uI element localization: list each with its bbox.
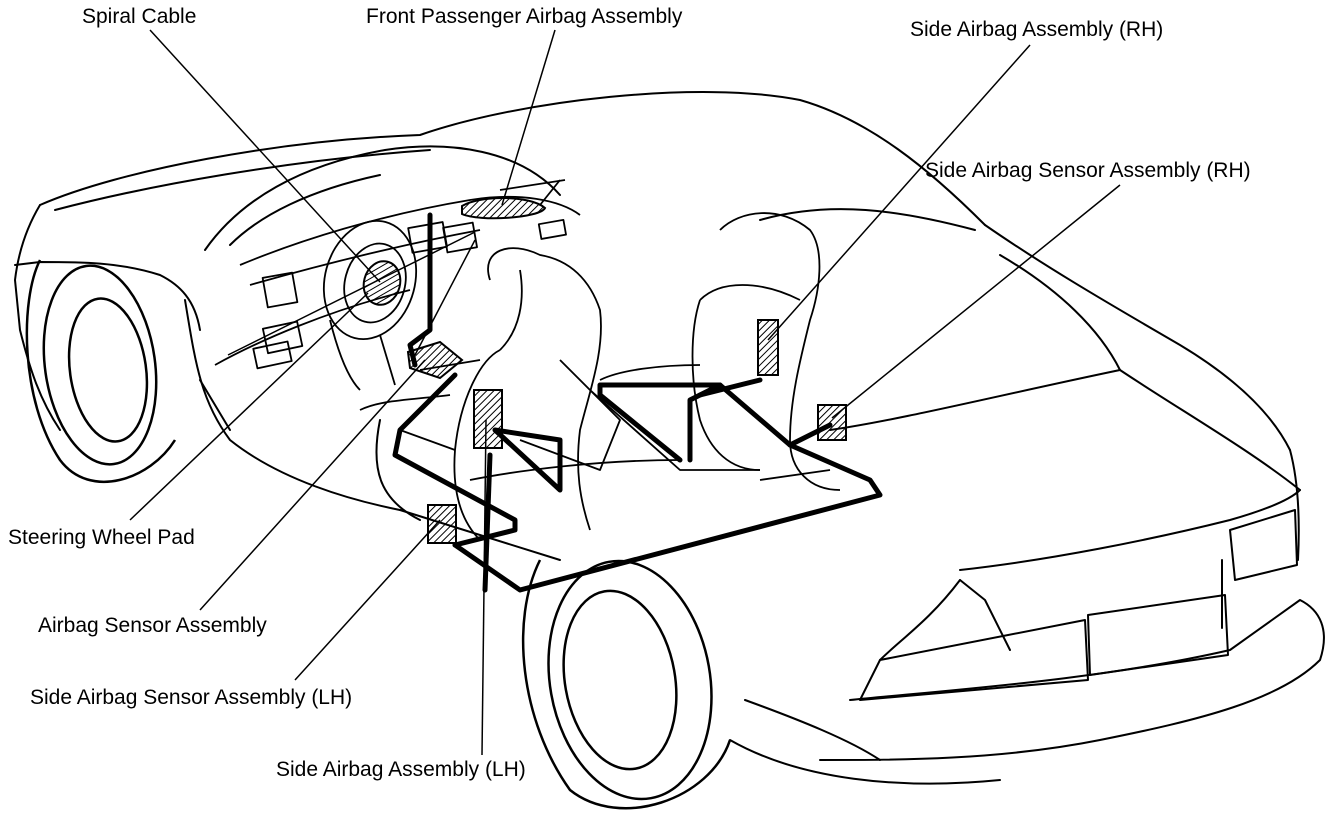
leader-side-airbag-rh — [767, 44, 1031, 341]
label-front-passenger-airbag: Front Passenger Airbag Assembly — [366, 5, 683, 28]
leader-front-passenger-airbag — [501, 29, 556, 206]
component-airbag-sensor — [406, 340, 464, 380]
rear-wheel — [521, 559, 732, 810]
label-side-airbag-lh: Side Airbag Assembly (LH) — [276, 758, 526, 781]
leader-side-airbag-sensor-lh — [294, 519, 441, 681]
wiring-harness — [392, 212, 883, 593]
label-side-airbag-sensor-rh: Side Airbag Sensor Assembly (RH) — [925, 159, 1251, 182]
leader-lines — [129, 29, 1121, 756]
car-body — [14, 91, 1325, 785]
component-side-airbag-rh — [757, 319, 779, 376]
label-side-airbag-sensor-lh: Side Airbag Sensor Assembly (LH) — [30, 686, 353, 709]
leader-steering-wheel-pad — [129, 292, 369, 521]
component-side-airbag-lh — [473, 389, 503, 449]
interior — [214, 179, 841, 541]
label-steering-wheel-pad: Steering Wheel Pad — [8, 526, 195, 549]
component-front-passenger-airbag — [461, 197, 547, 220]
leader-airbag-sensor-b — [227, 231, 476, 356]
component-side-airbag-sensor-lh — [427, 504, 457, 544]
label-spiral-cable: Spiral Cable — [82, 5, 197, 28]
component-steering-wheel-pad — [362, 260, 402, 306]
leader-airbag-sensor-c — [414, 239, 476, 356]
front-wheel — [25, 259, 177, 484]
label-airbag-sensor-assembly: Airbag Sensor Assembly — [38, 614, 267, 637]
leader-airbag-sensor-a — [199, 359, 426, 611]
leader-spiral-cable — [149, 29, 381, 283]
label-side-airbag-rh: Side Airbag Assembly (RH) — [910, 18, 1164, 41]
leader-side-airbag-sensor-rh — [831, 184, 1121, 419]
leader-side-airbag-lh — [481, 419, 487, 756]
